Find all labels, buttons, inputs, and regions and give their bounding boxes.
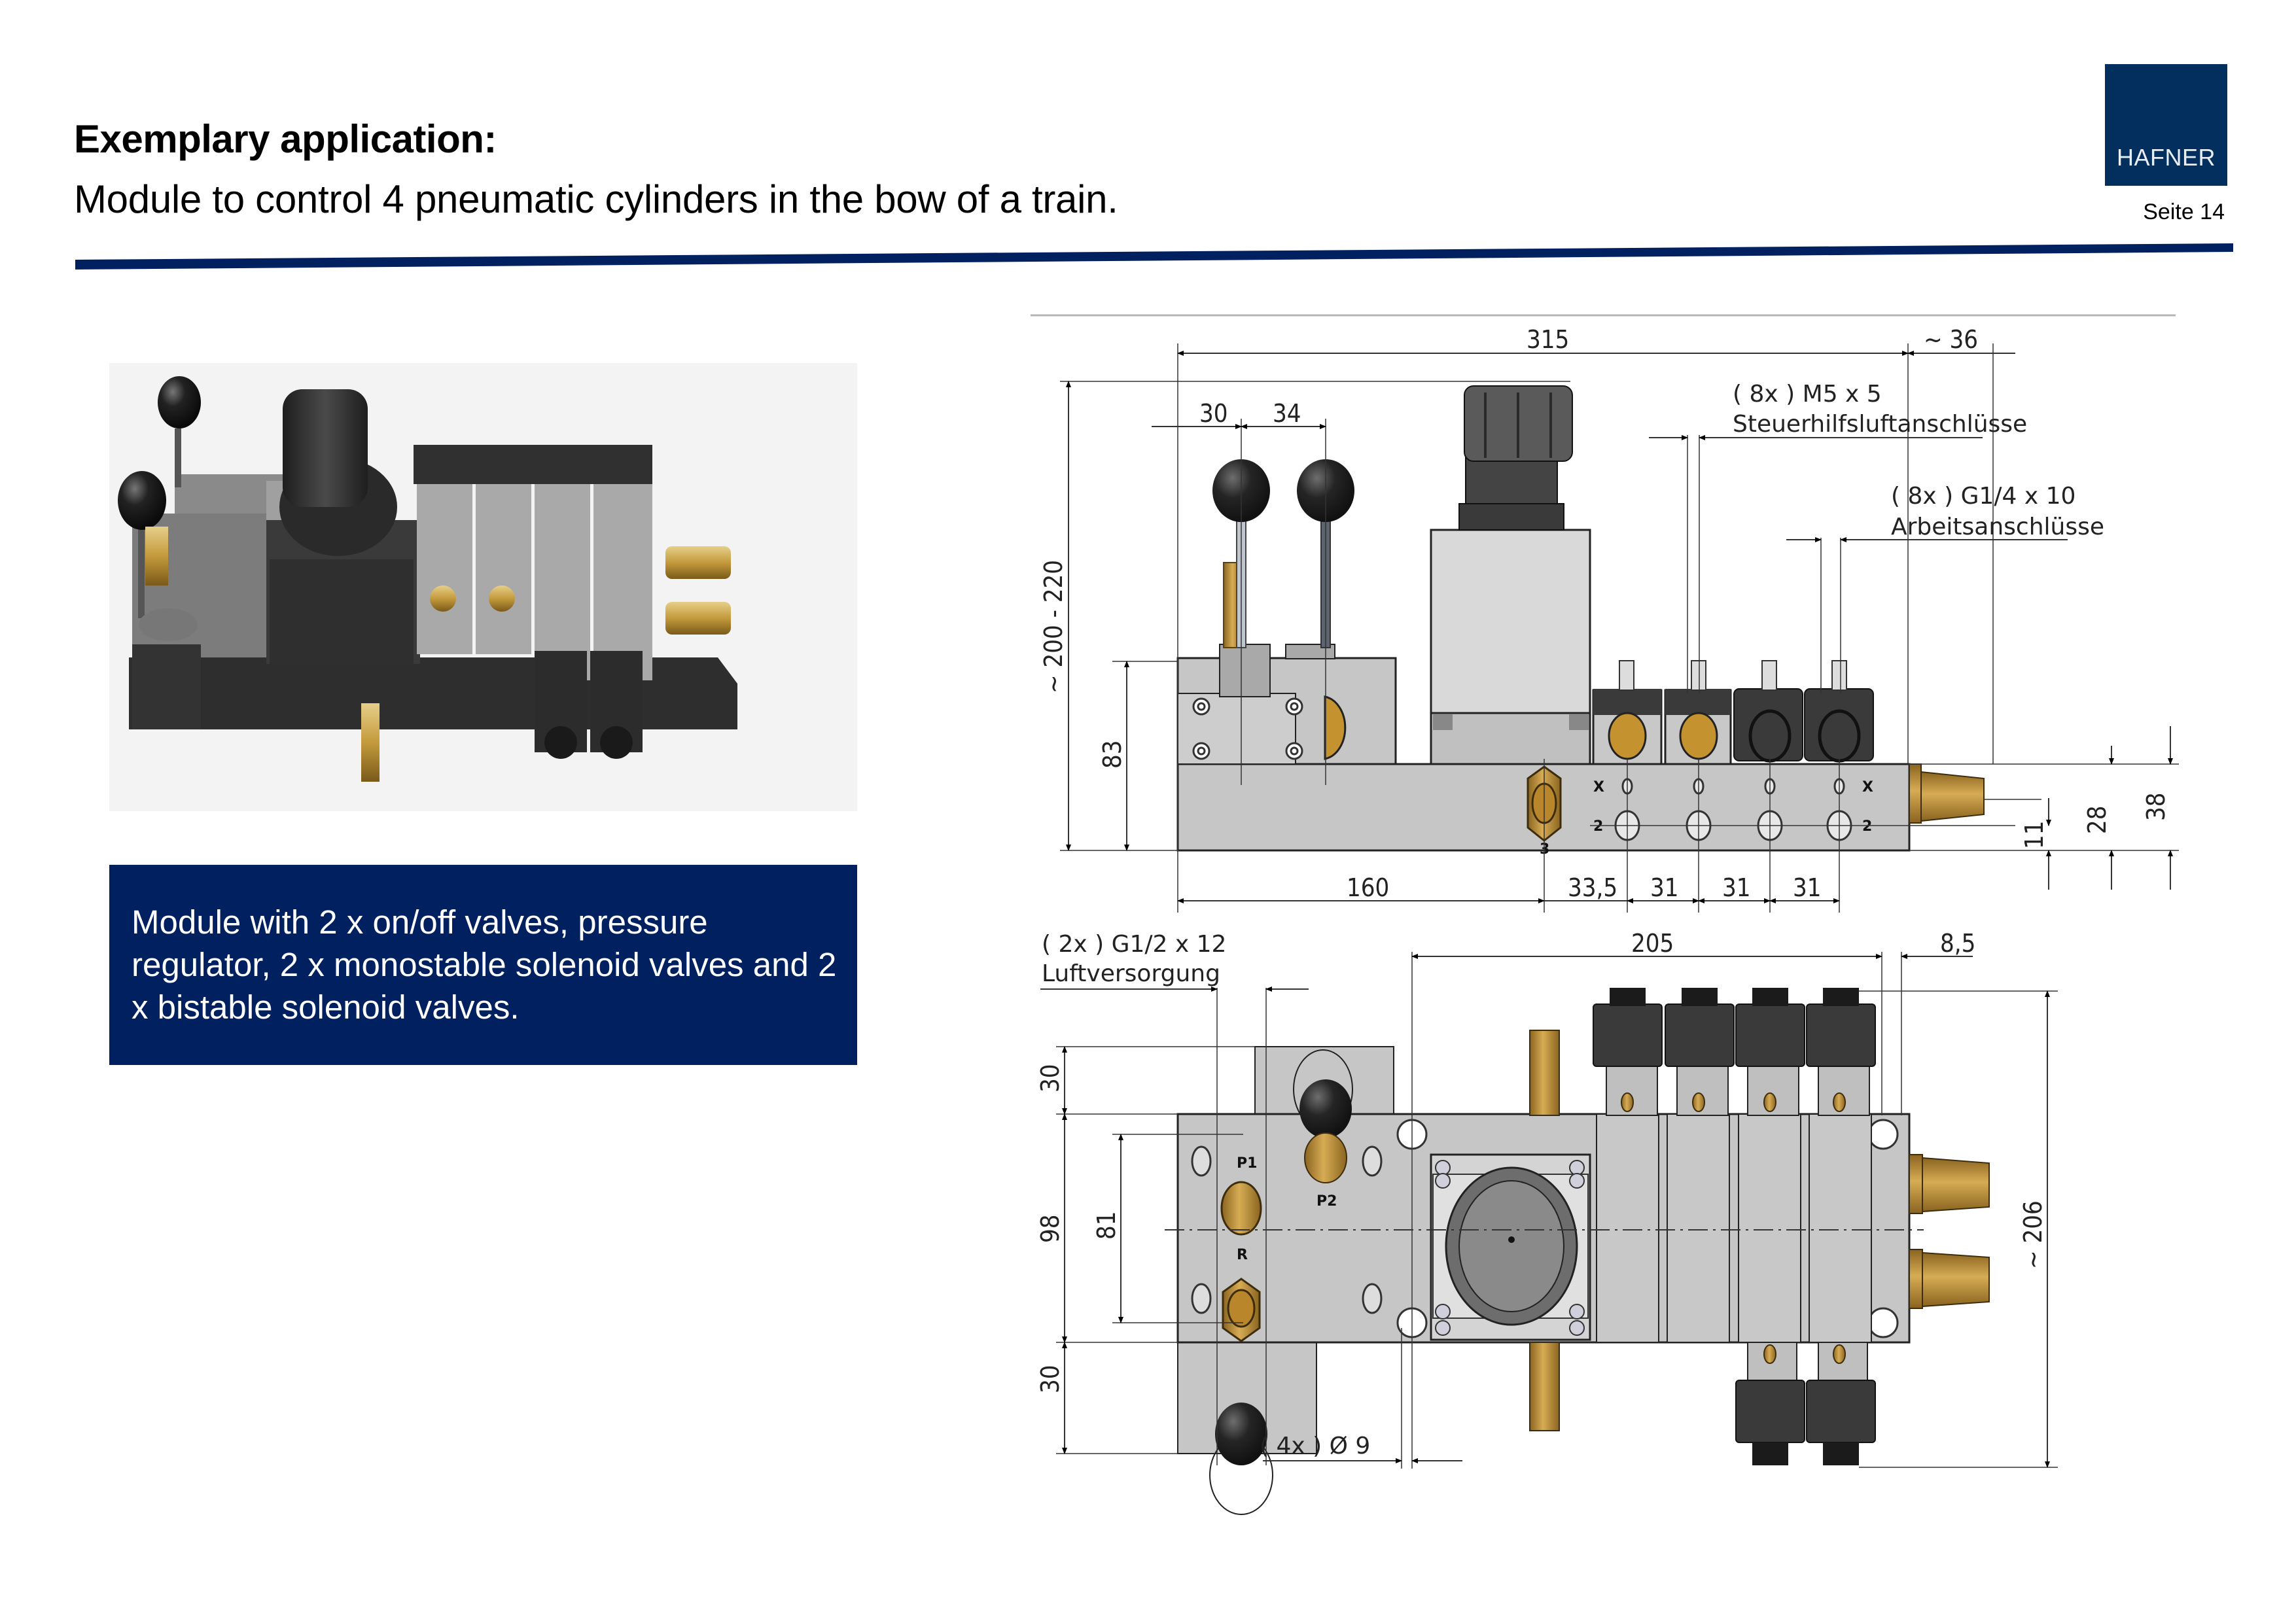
top-lever-knob-2 <box>1215 1403 1267 1465</box>
callout-holes: ( 4x ) Ø 9 <box>1260 1433 1370 1459</box>
dim-38: 38 <box>2142 793 2170 822</box>
render-fitting-1 <box>665 546 731 579</box>
page-number: Seite 14 <box>2143 200 2225 224</box>
page-subtitle: Module to control 4 pneumatic cylinders … <box>74 177 1118 221</box>
page-title: Exemplary application: <box>74 117 497 161</box>
dim-11: 11 <box>2020 821 2049 850</box>
dim-31-c: 31 <box>1793 873 1822 902</box>
render-fitting-3 <box>361 703 380 782</box>
dim-30: 30 <box>1199 399 1228 428</box>
top-valve-plates <box>1596 1113 1872 1343</box>
product-render <box>109 363 857 811</box>
render-fitting-2 <box>665 602 731 635</box>
dim-30-bottom: 30 <box>1036 1365 1065 1394</box>
dim-206: ~ 206 <box>2019 1200 2047 1269</box>
dim-28: 28 <box>2083 806 2111 835</box>
top-extension-lines <box>1056 952 2058 1469</box>
side-dimension-lines <box>1066 351 2173 903</box>
side-solenoids <box>1592 660 1874 765</box>
description-text: Module with 2 x on/off valves, pressure … <box>132 903 837 1026</box>
dim-81: 81 <box>1092 1212 1121 1240</box>
port-label-2-right: 2 <box>1862 818 1872 835</box>
side-regulator <box>1430 385 1591 765</box>
dim-31-a: 31 <box>1650 873 1679 902</box>
render-lever-stem-1 <box>175 428 181 487</box>
dim-200-220: ~ 200 - 220 <box>1039 560 1068 693</box>
callout-g12-spec: ( 2x ) G1/2 x 12 <box>1042 931 1226 958</box>
dim-98: 98 <box>1036 1215 1065 1244</box>
dim-8-5: 8,5 <box>1940 929 1975 958</box>
top-coils-lower <box>1735 1342 1876 1465</box>
side-view: X X 2 2 3 <box>1031 314 2179 913</box>
dim-160: 160 <box>1347 873 1389 902</box>
top-fitting-upper <box>1529 1030 1560 1116</box>
port-label-p2: P2 <box>1316 1193 1337 1210</box>
side-extension-lines <box>1060 343 2179 913</box>
render-valves <box>414 445 652 759</box>
hafner-logo: HAFNER <box>2105 64 2227 186</box>
render-illustration <box>118 376 737 782</box>
dim-315: 315 <box>1527 325 1569 354</box>
top-coils-upper <box>1593 988 1876 1116</box>
top-fitting-lower <box>1529 1342 1560 1431</box>
dim-30-top: 30 <box>1036 1064 1065 1093</box>
port-label-x-left: X <box>1593 779 1604 795</box>
render-lever-knob-1 <box>158 376 201 428</box>
dim-33-5: 33,5 <box>1568 873 1617 902</box>
top-fitting-right-1 <box>1922 1157 1990 1213</box>
dim-36: ~ 36 <box>1924 325 1978 354</box>
description-box: Module with 2 x on/off valves, pressure … <box>109 865 857 1065</box>
port-label-p1: P1 <box>1237 1155 1257 1172</box>
dim-83: 83 <box>1098 741 1127 769</box>
top-fitting-right-2 <box>1922 1251 1990 1308</box>
port-label-x-right: X <box>1862 779 1873 795</box>
callout-m5-spec: ( 8x ) M5 x 5 <box>1733 381 1882 408</box>
dim-31-b: 31 <box>1722 873 1751 902</box>
top-view: P1 P2 R <box>1036 929 2058 1515</box>
callout-luftversorgung: Luftversorgung <box>1042 960 1220 987</box>
top-regulator <box>1430 1153 1591 1341</box>
callout-arbeitsanschluesse: Arbeitsanschlüsse <box>1891 514 2104 540</box>
logo-text: HAFNER <box>2116 144 2216 171</box>
callout-steuerhilfsluft: Steuerhilfsluftanschlüsse <box>1733 411 2027 438</box>
render-lever-knob-2 <box>118 471 166 530</box>
dim-34: 34 <box>1273 399 1301 428</box>
port-label-2-left: 2 <box>1593 818 1603 835</box>
port-label-r: R <box>1237 1247 1248 1263</box>
render-regulator-cap <box>283 389 368 507</box>
dim-205: 205 <box>1631 929 1674 958</box>
top-dimension-lines <box>1040 954 2050 1468</box>
callout-g14-spec: ( 8x ) G1/4 x 10 <box>1891 483 2075 510</box>
top-lever-knob-1 <box>1299 1079 1352 1138</box>
